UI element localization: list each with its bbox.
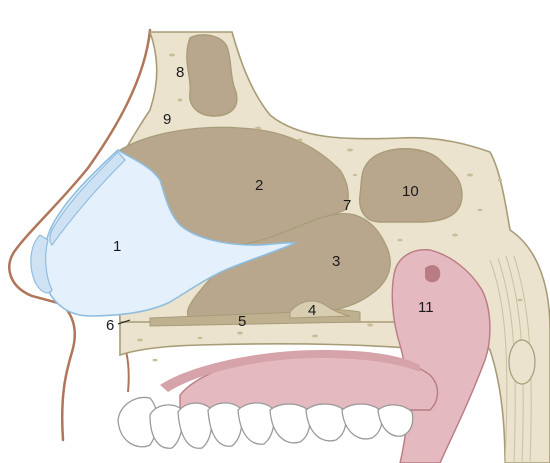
sphenoid-sinus bbox=[358, 148, 463, 223]
label-10: 10 bbox=[402, 183, 419, 200]
label-3: 3 bbox=[332, 253, 340, 270]
lateral-cartilage bbox=[49, 151, 126, 246]
hard-palate bbox=[119, 321, 431, 357]
atlas-tubercle bbox=[508, 339, 536, 385]
pharyngeal-wall bbox=[489, 255, 532, 463]
frontal-sinus bbox=[186, 34, 238, 117]
skin-outline bbox=[8, 28, 152, 442]
teeth bbox=[117, 396, 414, 449]
palatine-crest bbox=[289, 300, 351, 319]
bone-texture bbox=[137, 53, 523, 362]
label-2: 2 bbox=[255, 177, 263, 194]
label-8: 8 bbox=[176, 64, 184, 81]
torus-tubarius bbox=[425, 265, 441, 283]
label-11: 11 bbox=[418, 299, 434, 316]
label-4: 4 bbox=[308, 302, 316, 319]
label-9: 9 bbox=[163, 111, 171, 128]
alar-cartilage bbox=[30, 234, 53, 294]
oral-cavity-shadow bbox=[160, 350, 420, 392]
label-5: 5 bbox=[238, 313, 246, 330]
label-7: 7 bbox=[343, 197, 351, 214]
label-6: 6 bbox=[106, 317, 114, 334]
label-6-leader bbox=[117, 319, 131, 325]
label-1: 1 bbox=[113, 238, 121, 255]
